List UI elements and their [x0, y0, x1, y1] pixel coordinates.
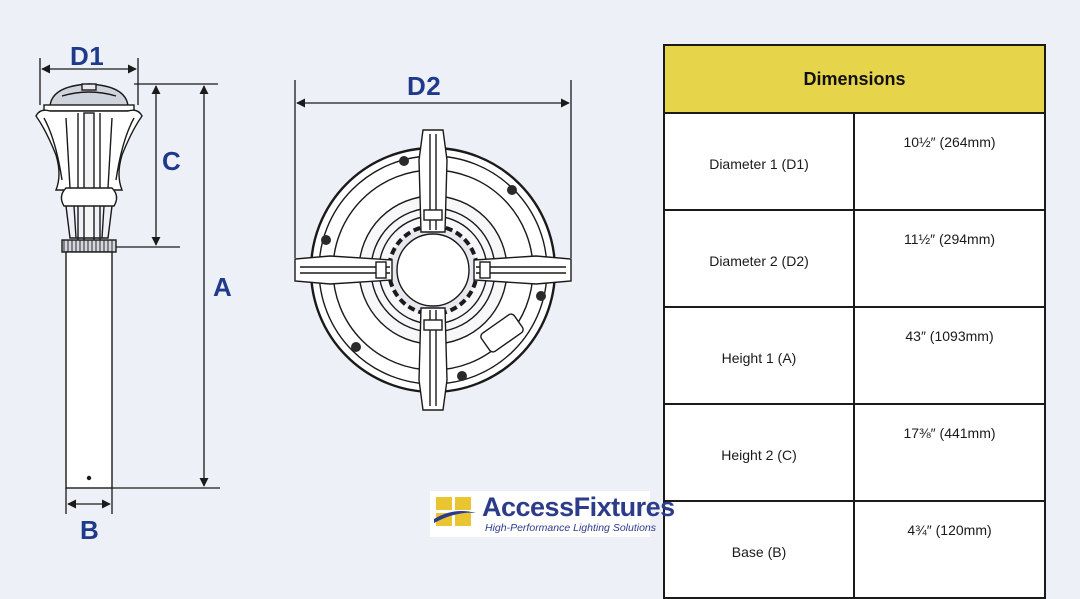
table-row: Height 2 (C) 17⅜″ (441mm)	[663, 403, 1046, 502]
logo-name-part1: Access	[482, 492, 574, 522]
label-b: B	[80, 515, 100, 545]
row-value: 43″ (1093mm)	[853, 306, 1046, 405]
dimensions-table: Dimensions Diameter 1 (D1) 10½″ (264mm) …	[663, 44, 1046, 599]
row-label: Diameter 1 (D1)	[663, 112, 855, 211]
logo-name-part2: Fixtures	[573, 492, 676, 522]
label-d2: D2	[407, 71, 442, 101]
row-label: Height 1 (A)	[663, 306, 855, 405]
table-row: Diameter 2 (D2) 11½″ (294mm)	[663, 209, 1046, 308]
table-row: Height 1 (A) 43″ (1093mm)	[663, 306, 1046, 405]
access-fixtures-logo: AccessFixtures High-Performance Lighting…	[430, 491, 675, 537]
row-label: Base (B)	[663, 500, 855, 599]
plan-view-dimensions	[294, 80, 572, 258]
bollard-plan-view	[294, 129, 572, 411]
table-header: Dimensions	[663, 44, 1046, 114]
row-label: Diameter 2 (D2)	[663, 209, 855, 308]
table-row: Base (B) 4¾″ (120mm)	[663, 500, 1046, 599]
table-header-row: Dimensions	[663, 44, 1046, 114]
side-view-dimensions	[39, 58, 220, 514]
logo-mark-icon	[434, 497, 476, 526]
label-c: C	[162, 146, 182, 176]
row-label: Height 2 (C)	[663, 403, 855, 502]
row-value: 17⅜″ (441mm)	[853, 403, 1046, 502]
row-value: 4¾″ (120mm)	[853, 500, 1046, 599]
logo-name: AccessFixtures	[482, 492, 675, 523]
label-a: A	[213, 272, 233, 302]
fixture-diagram	[35, 58, 572, 514]
table-row: Diameter 1 (D1) 10½″ (264mm)	[663, 112, 1046, 211]
row-value: 10½″ (264mm)	[853, 112, 1046, 211]
row-value: 11½″ (294mm)	[853, 209, 1046, 308]
label-d1: D1	[70, 41, 105, 71]
logo-tagline: High-Performance Lighting Solutions	[485, 522, 657, 534]
bollard-side-view	[35, 83, 143, 489]
